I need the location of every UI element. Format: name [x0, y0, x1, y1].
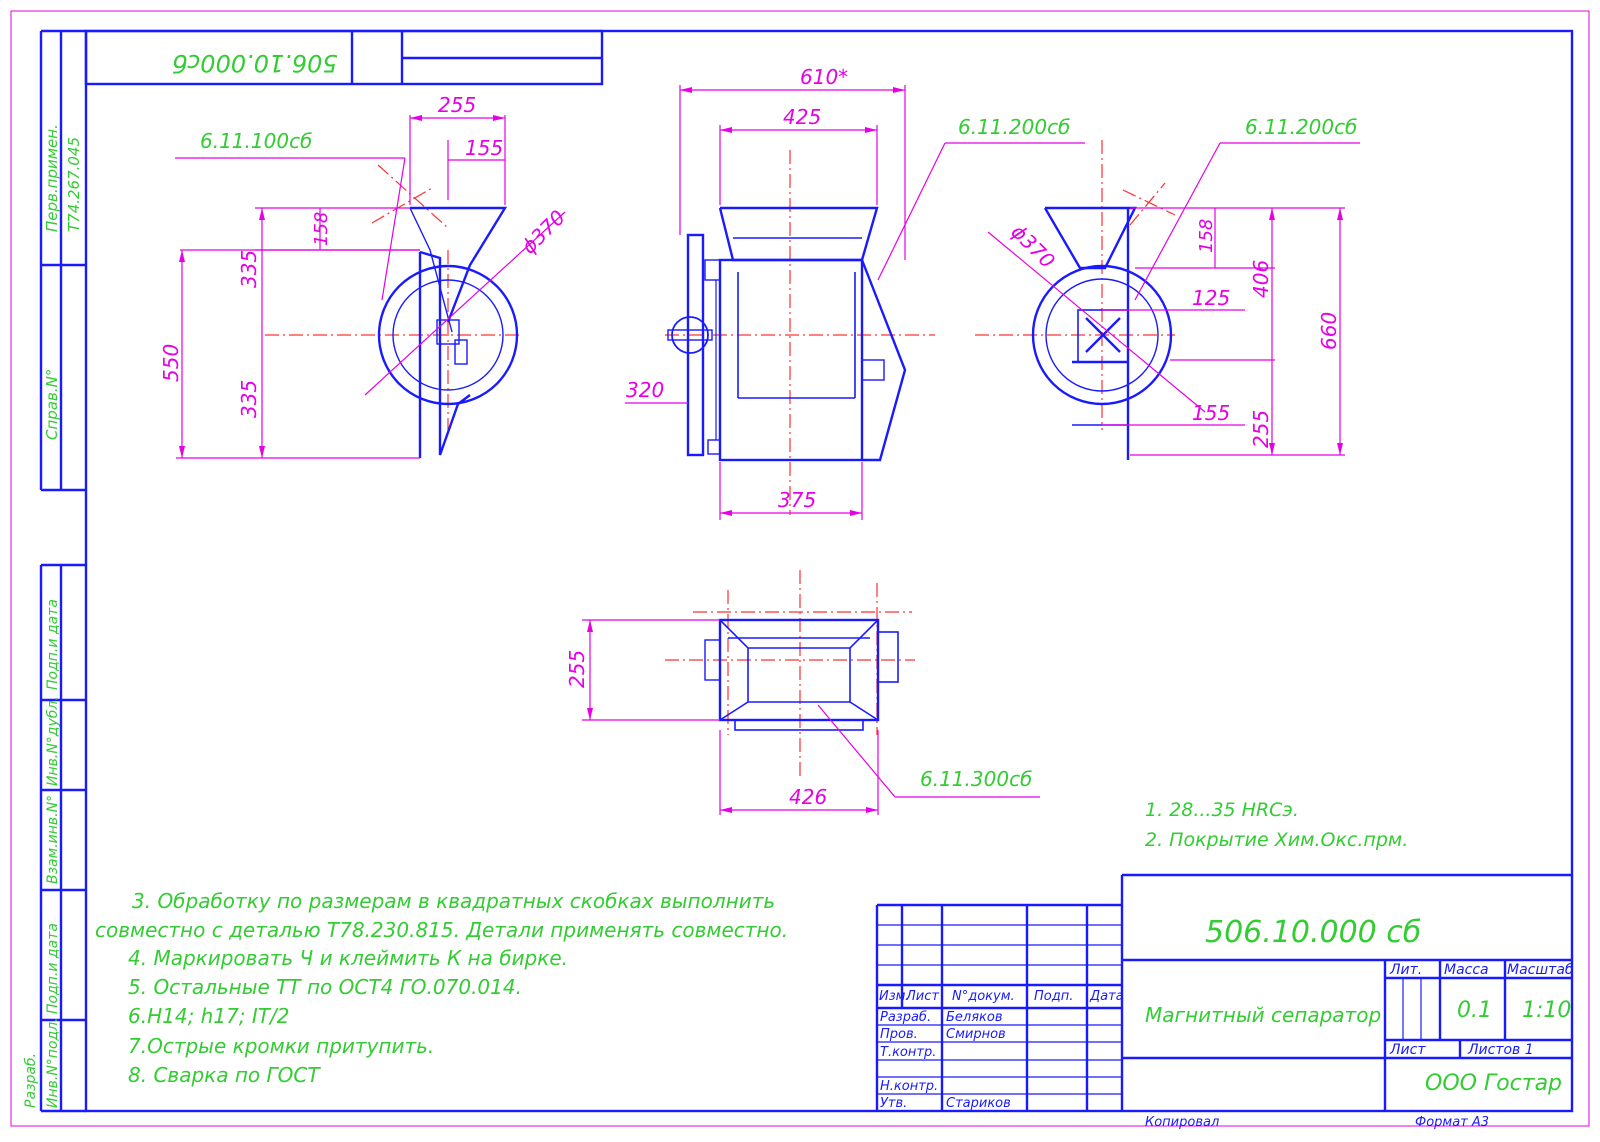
left-dim-158: 158: [311, 212, 332, 246]
side-stamp: [39, 29, 86, 1113]
front-dim-320: 320: [626, 378, 664, 402]
left-view: [265, 164, 520, 458]
note-8: 8. Сварка по ГОСТ: [128, 1063, 321, 1087]
title-name: Магнитный сепаратор: [1145, 1003, 1381, 1027]
note-3b: совместно с деталью Т78.230.815. Детали …: [95, 918, 788, 942]
right-dim-158: 158: [1196, 219, 1217, 253]
sheet-label: Лист: [1389, 1042, 1426, 1058]
note-1: 1. 28...35 HRCэ.: [1145, 799, 1299, 821]
front-dim-375: 375: [778, 488, 816, 512]
title-organization: ООО Гостар: [1425, 1071, 1562, 1096]
note-4: 4. Маркировать Ч и клеймить К на бирке.: [128, 946, 568, 970]
right-dim-660: 660: [1317, 312, 1341, 350]
right-dim-diameter: ϕ370: [1006, 220, 1059, 273]
left-dim-335b: 335: [237, 380, 261, 418]
inv-dubl-label: Инв.N°дубл.: [45, 696, 61, 786]
bottom-view-dimensions: [582, 619, 1040, 815]
right-dim-406: 406: [1249, 260, 1273, 298]
note-5: 5. Остальные ТТ по ОСТ4 ГО.070.014.: [128, 975, 522, 999]
right-dim-155: 155: [1192, 401, 1230, 425]
front-dim-425: 425: [783, 105, 821, 129]
bottom-view: [665, 570, 915, 780]
arrowheads: [179, 87, 1343, 813]
main-frame: [84, 29, 1574, 1113]
label-razrab: Разраб.: [880, 1010, 931, 1025]
left-dim-335a: 335: [237, 250, 261, 288]
razrab-side-label: Разраб.: [23, 1053, 39, 1108]
header-lit: Лит.: [1389, 962, 1422, 978]
designation-rotated: 506.10.000сб: [172, 49, 338, 77]
inv-podl-label: Инв.N°подл.: [45, 1017, 61, 1108]
top-designation-box: [84, 29, 604, 86]
header-mass: Масса: [1444, 962, 1489, 978]
front-view-dimensions: [625, 85, 1085, 520]
podp-data-label-1: Подп.и дата: [45, 599, 61, 690]
front-callout: 6.11.200сб: [958, 115, 1070, 139]
left-dim-255: 255: [438, 93, 476, 117]
label-prov: Пров.: [880, 1027, 918, 1042]
scale-value: 1:10: [1522, 998, 1571, 1023]
left-view-dimensions: [175, 115, 566, 459]
label-izm: Изм.: [879, 989, 910, 1004]
title-block: [875, 873, 1572, 1111]
right-callout: 6.11.200сб: [1245, 115, 1357, 139]
label-ndoc: N°докум.: [952, 989, 1015, 1004]
note-2: 2. Покрытие Хим.Окс.прм.: [1145, 829, 1408, 851]
right-dim-255: 255: [1249, 410, 1273, 448]
label-data: Дата: [1089, 989, 1124, 1004]
podp-data-label-2: Подп.и дата: [45, 923, 61, 1014]
vzam-inv-label: Взам.инв.N°: [45, 795, 61, 884]
perv-primen-value: Т74.267.045: [65, 137, 83, 232]
front-view: [665, 150, 935, 515]
left-dim-550: 550: [159, 344, 183, 382]
bottom-dim-426: 426: [789, 785, 827, 809]
label-tkontr: Т.контр.: [880, 1045, 936, 1060]
label-nkontr: Н.контр.: [880, 1079, 938, 1094]
person-razrab: Беляков: [946, 1010, 1003, 1025]
left-dim-155: 155: [465, 136, 503, 160]
front-dim-610: 610*: [800, 65, 848, 89]
label-utv: Утв.: [880, 1096, 907, 1111]
mass-value: 0.1: [1457, 998, 1492, 1023]
note-6: 6.Н14; h17; IT/2: [128, 1004, 289, 1028]
left-callout: 6.11.100сб: [200, 129, 312, 153]
person-prov: Смирнов: [946, 1027, 1006, 1042]
right-view-dimensions: [987, 142, 1360, 456]
trim-border: [10, 10, 1590, 1127]
sprav-label: Справ.N°: [43, 369, 61, 440]
header-scale: Масштаб: [1507, 962, 1574, 978]
bottom-dim-255: 255: [565, 650, 589, 688]
label-list: Лист: [905, 989, 939, 1004]
note-3a: 3. Обработку по размерам в квадратных ск…: [132, 889, 775, 913]
label-podp: Подп.: [1034, 989, 1073, 1004]
left-dim-diameter: ϕ370: [517, 205, 570, 258]
sheets-label: Листов 1: [1467, 1042, 1534, 1058]
note-7: 7.Острые кромки притупить.: [128, 1034, 434, 1058]
right-dim-125: 125: [1192, 286, 1230, 310]
right-view: [975, 140, 1176, 460]
perv-primen-label: Перв.примен.: [43, 124, 61, 232]
copied-label: Копировал: [1145, 1115, 1219, 1130]
title-designation: 506.10.000 сб: [1205, 915, 1421, 950]
format-label: Формат А3: [1415, 1115, 1489, 1130]
bottom-callout: 6.11.300сб: [920, 767, 1032, 791]
person-utv: Стариков: [946, 1096, 1011, 1111]
